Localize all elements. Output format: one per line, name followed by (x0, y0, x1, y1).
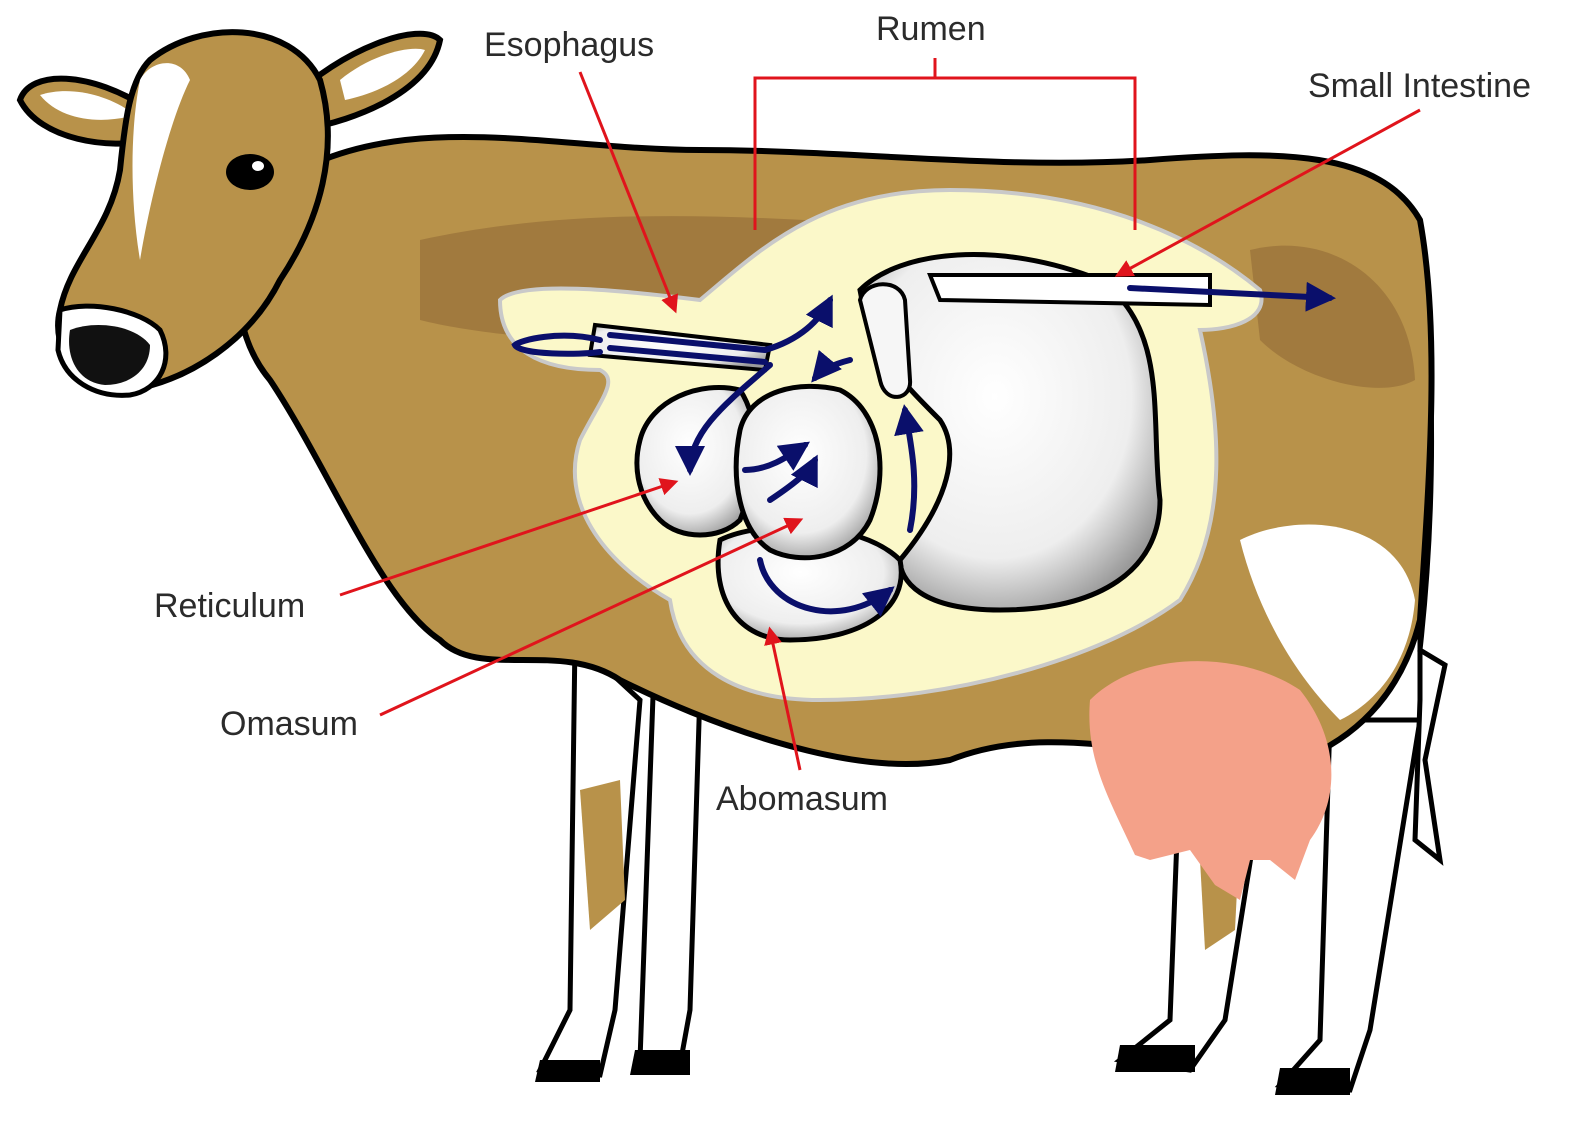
reticulum-label: Reticulum (154, 587, 305, 625)
rumen-label: Rumen (876, 10, 986, 48)
esophagus-label: Esophagus (484, 26, 654, 64)
small-intestine-label: Small Intestine (1308, 67, 1531, 105)
abomasum-label: Abomasum (716, 780, 888, 818)
hoof-front-right (630, 1050, 690, 1075)
omasum-label: Omasum (220, 705, 358, 743)
hoof-front-left (535, 1060, 600, 1082)
cow-udder (1089, 661, 1331, 900)
eye-icon (226, 154, 274, 190)
hoof-hind-right (1275, 1068, 1350, 1095)
hoof-hind-left (1115, 1045, 1195, 1072)
